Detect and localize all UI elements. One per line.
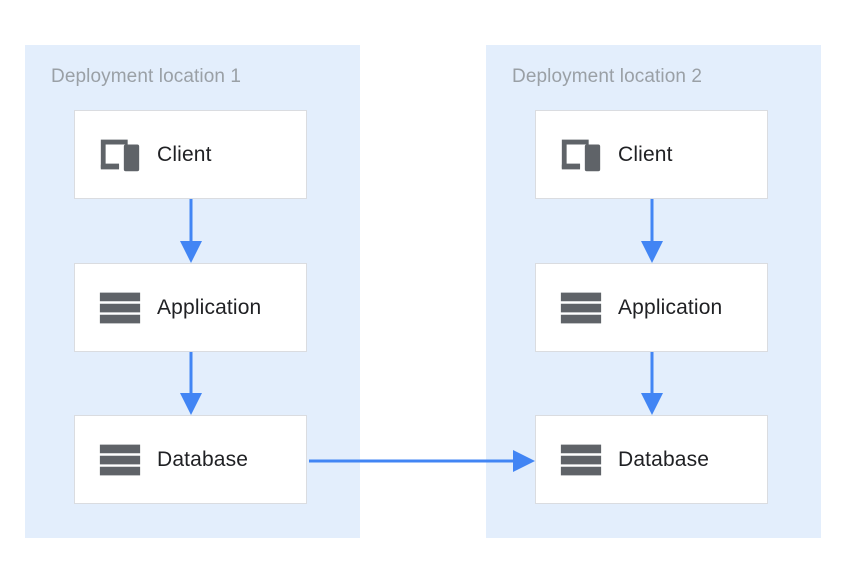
server-stack-icon — [560, 444, 602, 475]
node-application-2[interactable]: Application — [535, 263, 768, 352]
node-application-1-label: Application — [157, 296, 262, 319]
server-stack-icon — [99, 292, 141, 323]
node-database-2[interactable]: Database — [535, 415, 768, 504]
devices-icon — [100, 139, 140, 171]
deployment-zone-1: Deployment location 1 Client Application — [25, 45, 360, 538]
node-application-1[interactable]: Application — [74, 263, 307, 352]
deployment-zone-2: Deployment location 2 Client Application — [486, 45, 821, 538]
server-stack-icon — [560, 292, 602, 323]
node-database-2-label: Database — [618, 448, 710, 471]
node-client-1[interactable]: Client — [74, 110, 307, 199]
node-database-1[interactable]: Database — [74, 415, 307, 504]
node-client-2[interactable]: Client — [535, 110, 768, 199]
server-stack-icon — [99, 444, 141, 475]
node-application-2-label: Application — [618, 296, 723, 319]
node-database-1-label: Database — [157, 448, 249, 471]
zone-1-title: Deployment location 1 — [51, 66, 242, 87]
node-client-2-label: Client — [618, 143, 673, 166]
devices-icon — [561, 139, 601, 171]
node-client-1-label: Client — [157, 143, 212, 166]
zone-2-title: Deployment location 2 — [512, 66, 703, 87]
